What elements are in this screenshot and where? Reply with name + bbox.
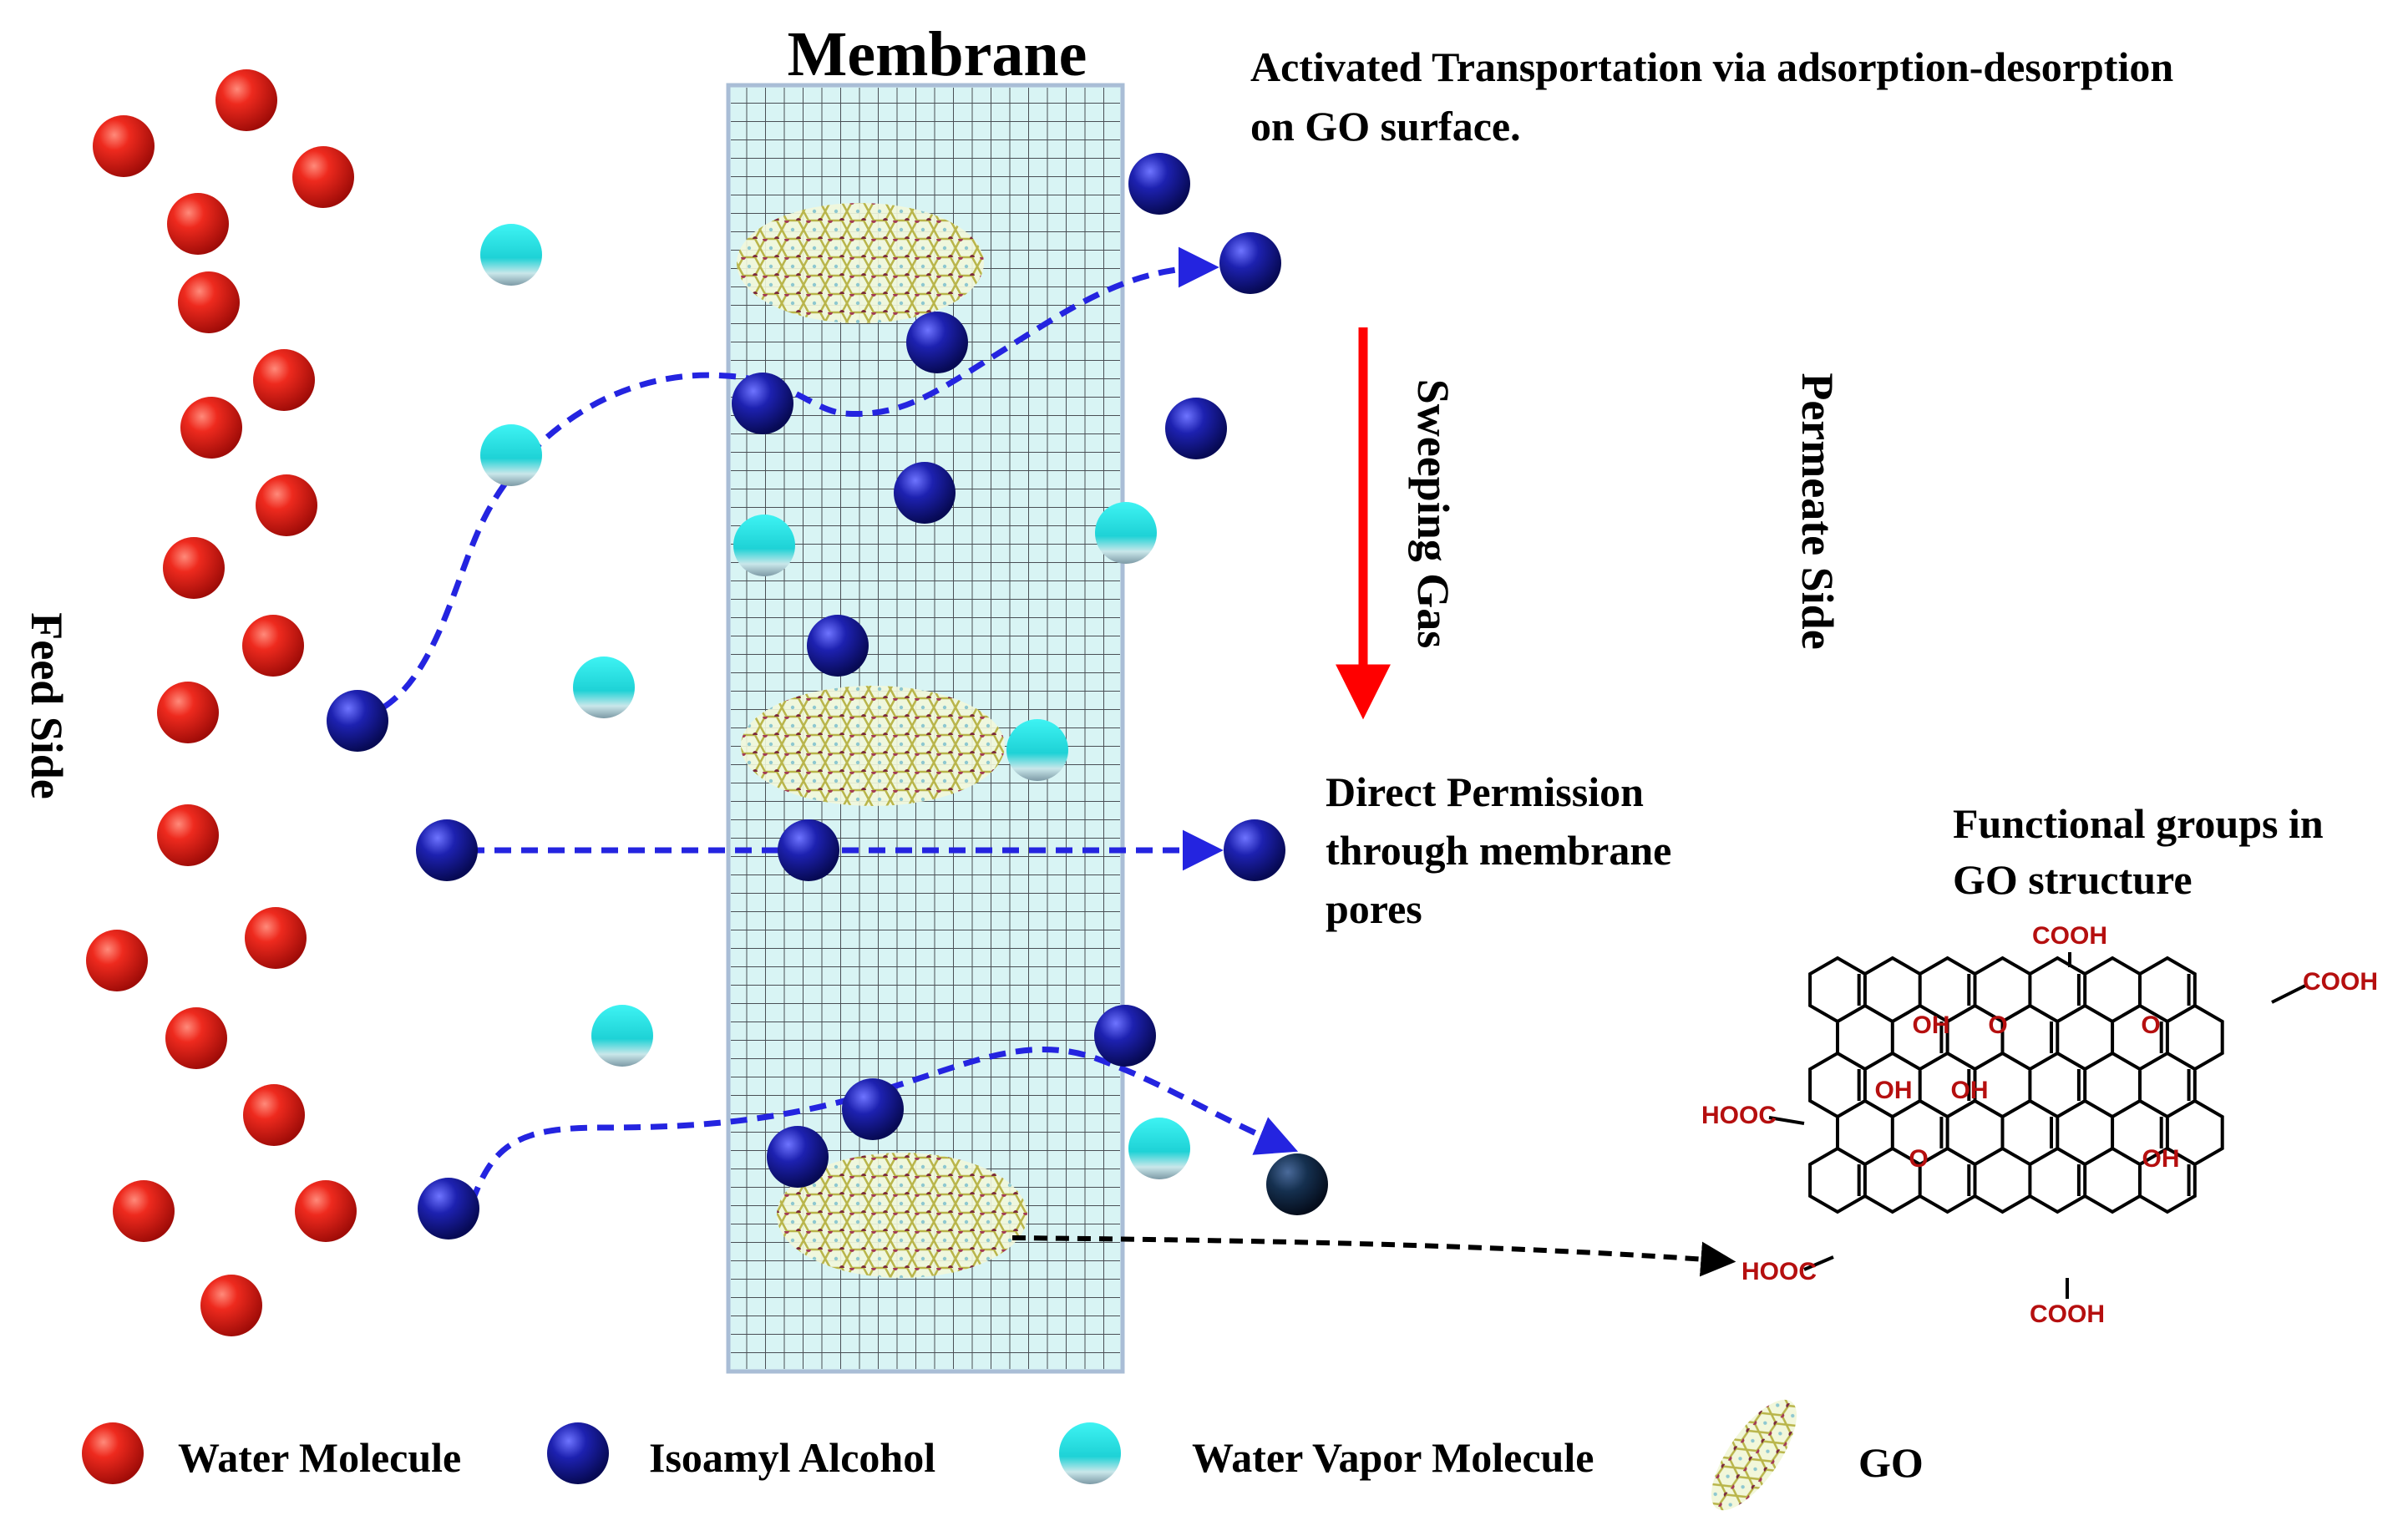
go-flakes bbox=[737, 203, 1027, 1278]
water-molecule bbox=[292, 146, 354, 208]
go-group-label: O bbox=[2141, 1011, 2160, 1039]
go-group-label: OH bbox=[2142, 1145, 2180, 1173]
water-molecule bbox=[86, 930, 148, 991]
water-molecule bbox=[157, 804, 219, 866]
membrane-title: Membrane bbox=[788, 19, 1087, 89]
isoamyl-alcohol-molecules bbox=[327, 153, 1285, 1240]
isoamyl-alcohol-molecule bbox=[1224, 819, 1285, 881]
direct-permission-text-2: through membrane bbox=[1326, 827, 1671, 874]
isoamyl-alcohol-molecule bbox=[327, 690, 388, 752]
water-vapor-molecule bbox=[591, 1005, 653, 1067]
water-molecules bbox=[86, 69, 357, 1336]
direct-permission-text-3: pores bbox=[1326, 885, 1422, 932]
isoamyl-alcohol-molecule bbox=[906, 312, 968, 373]
water-molecule bbox=[178, 271, 240, 333]
water-vapor-molecule bbox=[733, 515, 795, 576]
isoamyl-alcohol-molecule bbox=[767, 1126, 829, 1188]
isoamyl-alcohol-molecule bbox=[778, 819, 839, 881]
isoamyl-alcohol-molecule bbox=[807, 615, 869, 677]
water-molecule bbox=[165, 1007, 227, 1069]
go-group-label: HOOC bbox=[1741, 1258, 1817, 1285]
isoamyl-alcohol-molecule bbox=[894, 462, 956, 524]
go-lattice-double-bonds bbox=[1857, 974, 2191, 1196]
go-lattice bbox=[1768, 952, 2306, 1299]
water-molecule bbox=[163, 537, 225, 599]
water-molecule bbox=[243, 1084, 305, 1146]
isoamyl-alcohol-molecule bbox=[842, 1078, 904, 1140]
water-molecule bbox=[256, 474, 317, 536]
go-group-label: COOH bbox=[2030, 1300, 2105, 1328]
direct-permission-text-1: Direct Permission bbox=[1326, 768, 1644, 815]
go-flake-middle bbox=[741, 686, 1005, 806]
water-molecule bbox=[167, 193, 229, 255]
go-link-arrow bbox=[1011, 1235, 1736, 1277]
water-molecule bbox=[113, 1180, 175, 1242]
water-molecule bbox=[215, 69, 277, 131]
functional-groups-text-1: Functional groups in bbox=[1953, 800, 2324, 847]
legend-water-icon bbox=[82, 1422, 144, 1484]
go-group-label: OH bbox=[1913, 1011, 1950, 1039]
desorbed-alcohol-molecule bbox=[1266, 1153, 1328, 1215]
water-vapor-molecule bbox=[573, 657, 635, 718]
go-group-label: HOOC bbox=[1701, 1102, 1777, 1129]
go-group-label: OH bbox=[1951, 1077, 1989, 1104]
legend-go-icon bbox=[1711, 1399, 1797, 1511]
isoamyl-alcohol-molecule bbox=[416, 819, 478, 881]
sweeping-gas: Sweeping Gas bbox=[1336, 327, 1458, 720]
legend-vapor-label: Water Vapor Molecule bbox=[1192, 1434, 1594, 1481]
legend-go-label: GO bbox=[1858, 1439, 1924, 1486]
isoamyl-alcohol-molecule bbox=[418, 1178, 479, 1240]
go-chemical-structure: COOH COOH OH O O OH OH HOOC O OH HOOC CO… bbox=[1701, 922, 2378, 1328]
water-molecule bbox=[157, 682, 219, 743]
go-flake-bottom bbox=[777, 1153, 1027, 1278]
go-group-label: O bbox=[1988, 1011, 2007, 1039]
go-functional-groups: COOH COOH OH O O OH OH HOOC O OH HOOC CO… bbox=[1701, 922, 2378, 1328]
legend-alcohol-icon bbox=[547, 1422, 609, 1484]
water-vapor-molecule bbox=[480, 224, 542, 286]
water-vapor-molecule bbox=[1128, 1118, 1190, 1179]
functional-groups-text-2: GO structure bbox=[1953, 856, 2193, 903]
water-molecule bbox=[93, 115, 155, 177]
isoamyl-alcohol-molecule bbox=[1128, 153, 1190, 215]
activated-transport-text-1: Activated Transportation via adsorption-… bbox=[1250, 43, 2173, 90]
sweeping-gas-label: Sweeping Gas bbox=[1408, 379, 1458, 649]
water-molecule bbox=[245, 907, 307, 969]
go-group-label: COOH bbox=[2303, 968, 2378, 996]
permeate-side-label: Permeate Side bbox=[1792, 373, 1843, 649]
go-group-label: COOH bbox=[2032, 922, 2107, 950]
go-flake-top bbox=[737, 203, 984, 323]
legend-vapor-icon bbox=[1059, 1422, 1121, 1484]
legend-water-label: Water Molecule bbox=[178, 1434, 461, 1481]
feed-side-label: Feed Side bbox=[22, 612, 72, 799]
water-molecule bbox=[200, 1275, 262, 1336]
water-vapor-molecules bbox=[480, 224, 1190, 1179]
water-molecule bbox=[253, 349, 315, 411]
water-vapor-molecule bbox=[1006, 719, 1068, 781]
isoamyl-alcohol-molecule bbox=[1094, 1005, 1156, 1067]
water-vapor-molecule bbox=[1095, 502, 1157, 564]
water-molecule bbox=[242, 615, 304, 677]
water-molecule bbox=[295, 1180, 357, 1242]
water-molecule bbox=[180, 397, 242, 459]
activated-transport-arrow bbox=[358, 246, 1219, 722]
water-vapor-molecule bbox=[480, 424, 542, 486]
legend-alcohol-label: Isoamyl Alcohol bbox=[649, 1434, 935, 1481]
go-group-label: OH bbox=[1875, 1077, 1913, 1104]
go-group-label: O bbox=[1909, 1145, 1928, 1173]
annotations: Activated Transportation via adsorption-… bbox=[1250, 43, 2324, 932]
legend: Water Molecule Isoamyl Alcohol Water Vap… bbox=[82, 1399, 1924, 1511]
isoamyl-alcohol-molecule bbox=[732, 373, 793, 434]
activated-transport-text-2: on GO surface. bbox=[1250, 103, 1521, 150]
isoamyl-alcohol-molecule bbox=[1165, 398, 1227, 459]
isoamyl-alcohol-molecule bbox=[1219, 232, 1281, 294]
